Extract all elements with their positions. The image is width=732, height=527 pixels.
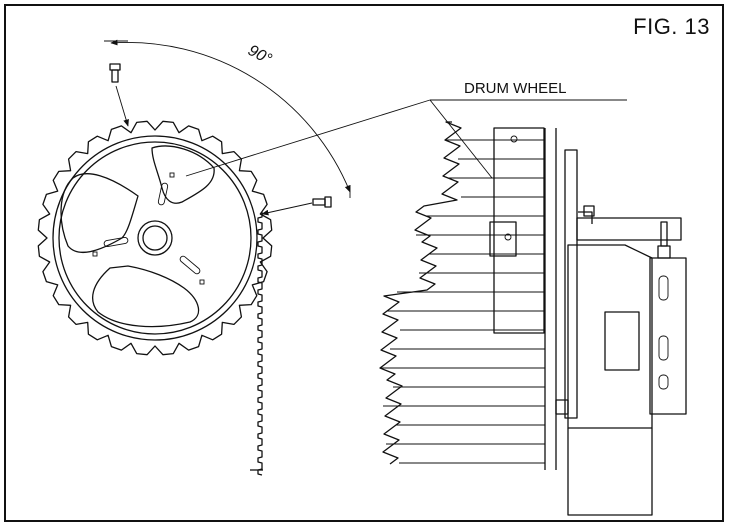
bolt-top <box>109 63 129 127</box>
figure-number: FIG. 13 <box>633 14 710 39</box>
bolt-right <box>261 196 332 216</box>
angle-arc <box>110 39 351 193</box>
sprocket-wheel <box>37 120 273 356</box>
drum-assembly <box>379 121 687 516</box>
toothed-belt <box>257 212 263 476</box>
drum-wheel-label: DRUM WHEEL <box>464 80 567 97</box>
